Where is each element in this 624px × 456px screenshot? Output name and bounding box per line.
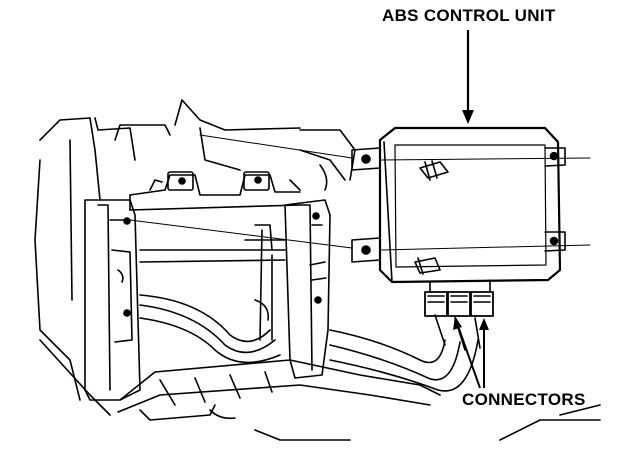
left-vertical-bracket bbox=[84, 199, 141, 401]
floor-crossmember bbox=[39, 339, 601, 441]
cross-brace bbox=[139, 224, 286, 341]
abs-control-unit-label: ABS CONTROL UNIT bbox=[382, 6, 556, 25]
wire-harness bbox=[329, 314, 481, 392]
mounting-bracket bbox=[129, 171, 301, 211]
abs-unit-arrow bbox=[462, 30, 474, 124]
abs-connectors bbox=[424, 279, 494, 317]
body-panel-outline bbox=[34, 99, 356, 401]
abs-control-unit bbox=[129, 126, 591, 284]
connector-arrows bbox=[453, 316, 489, 389]
connectors-label: CONNECTORS bbox=[462, 390, 586, 409]
brake-lines bbox=[139, 294, 281, 364]
right-vertical-bracket bbox=[284, 199, 331, 379]
